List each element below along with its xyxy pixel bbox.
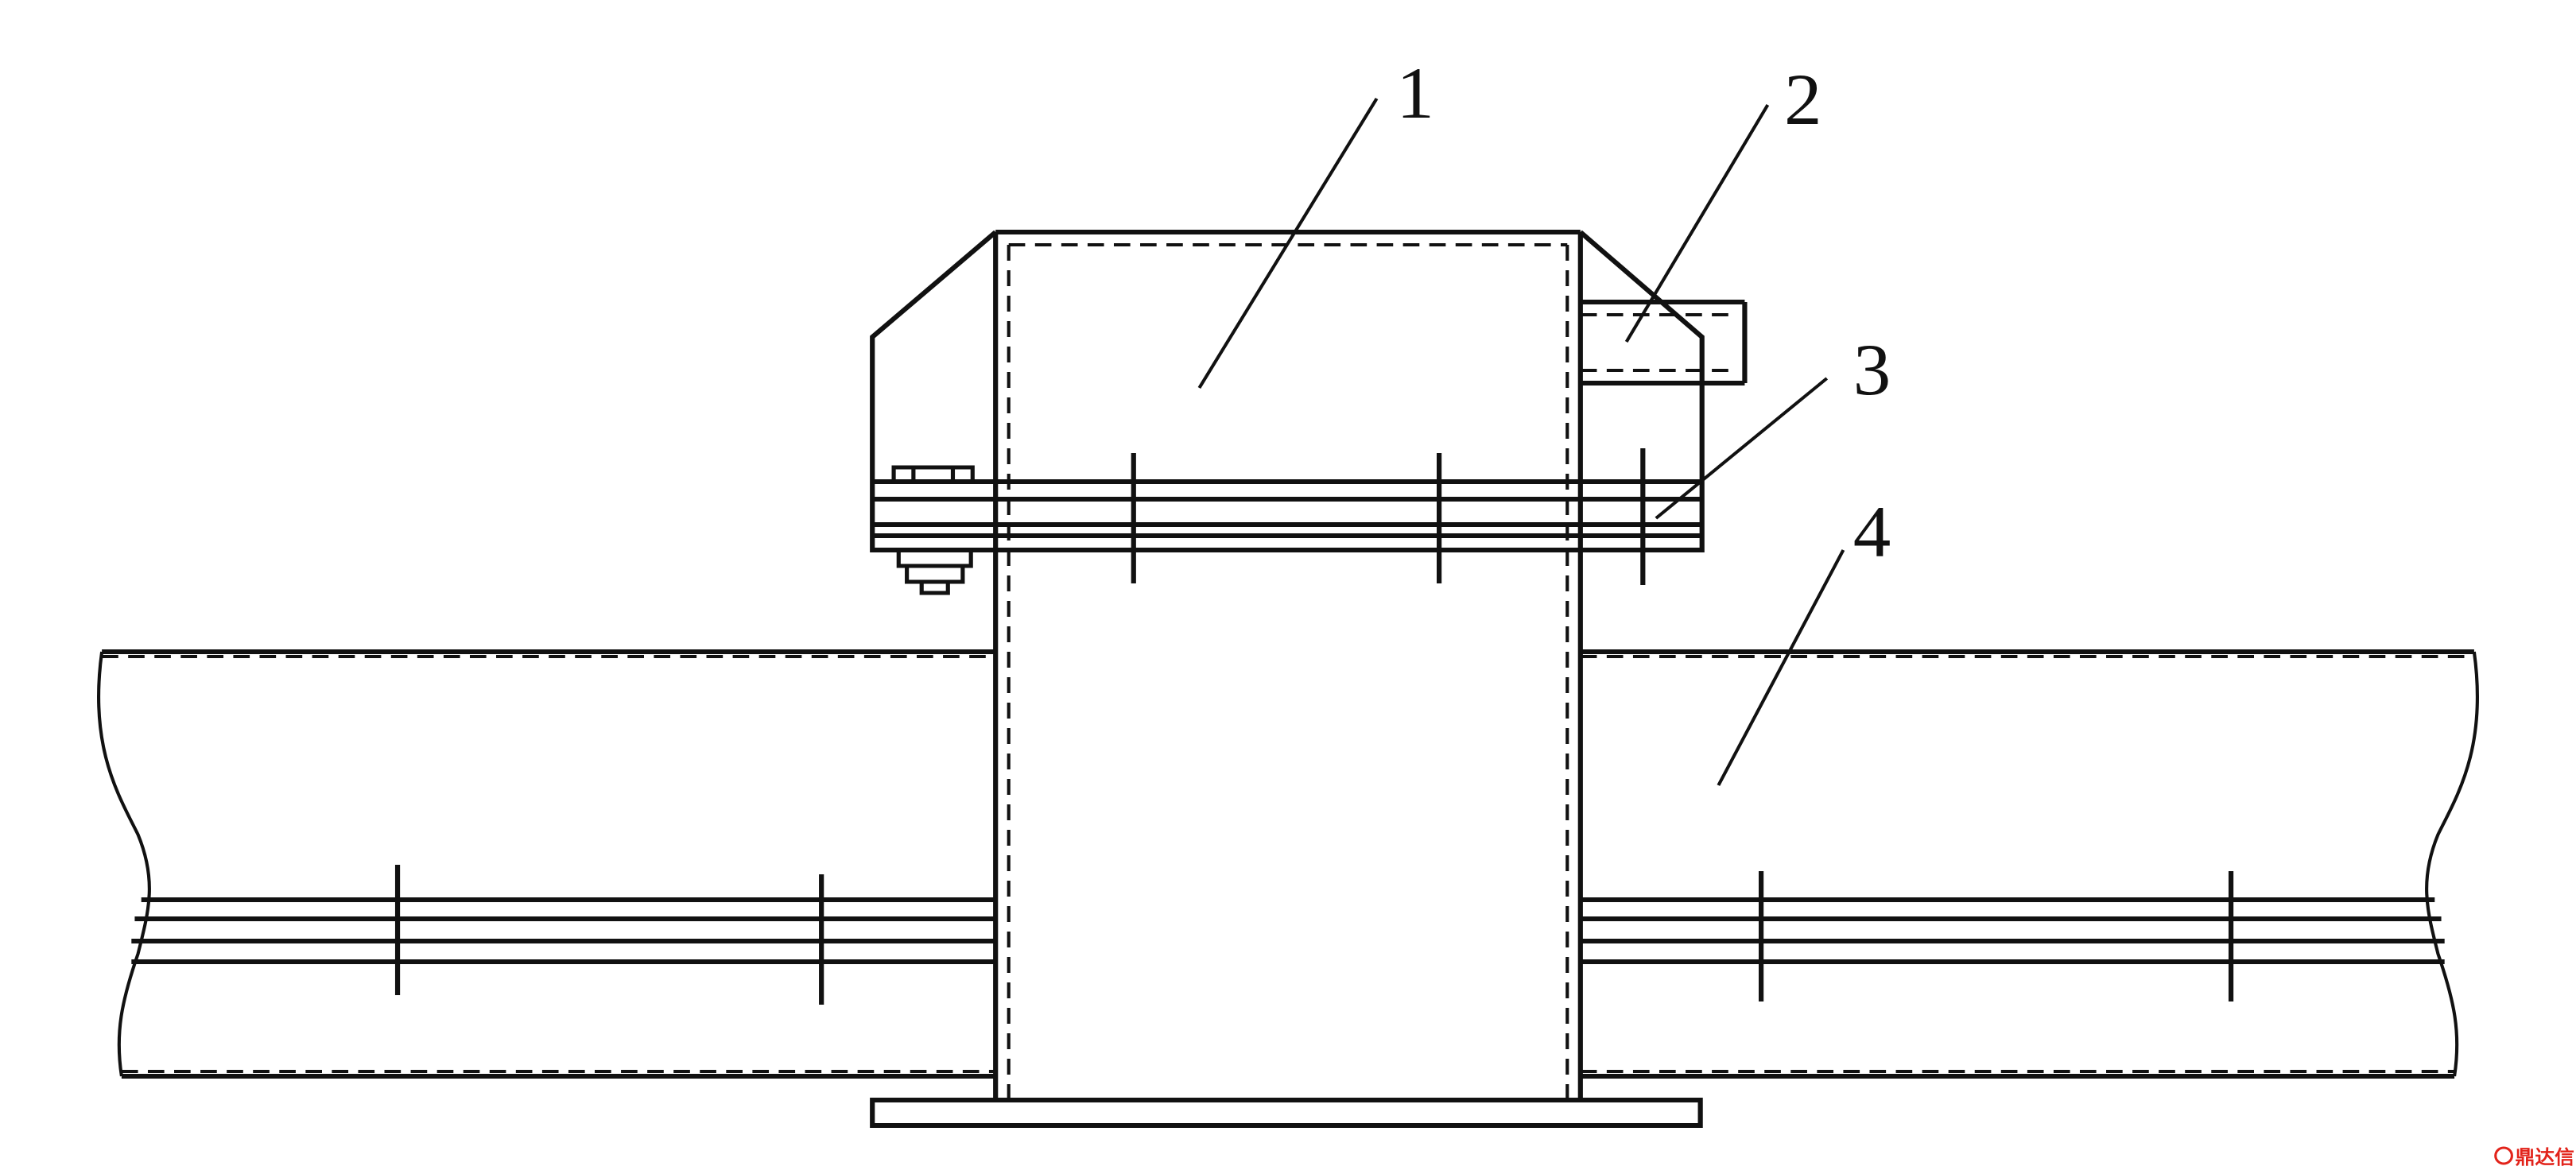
callout-2: 2 [1784,60,1822,140]
leader-line-4 [1717,549,1845,786]
callout-4: 4 [1853,492,1891,572]
leader-lines [1197,97,1845,786]
beam-right [1580,649,2480,1079]
column-body [993,230,1583,1100]
base-plate [870,1098,1703,1128]
leader-line-1 [1197,97,1379,389]
watermark-text: 鼎达信 [2516,1145,2574,1168]
leader-line-2 [1624,104,1770,343]
beam-left-rails [131,897,996,964]
bolt-nut-assembly [891,465,975,595]
callout-3: 3 [1853,330,1891,410]
transverse-plate [872,479,1702,538]
watermark-logo: 鼎达信 [2494,1145,2574,1168]
callout-1: 1 [1396,53,1434,134]
side-bracket [1580,300,1748,385]
beam-left [96,649,996,1079]
beam-right-rails [1580,897,2445,964]
clamp-frame [870,230,1705,552]
leader-line-3 [1655,377,1829,520]
